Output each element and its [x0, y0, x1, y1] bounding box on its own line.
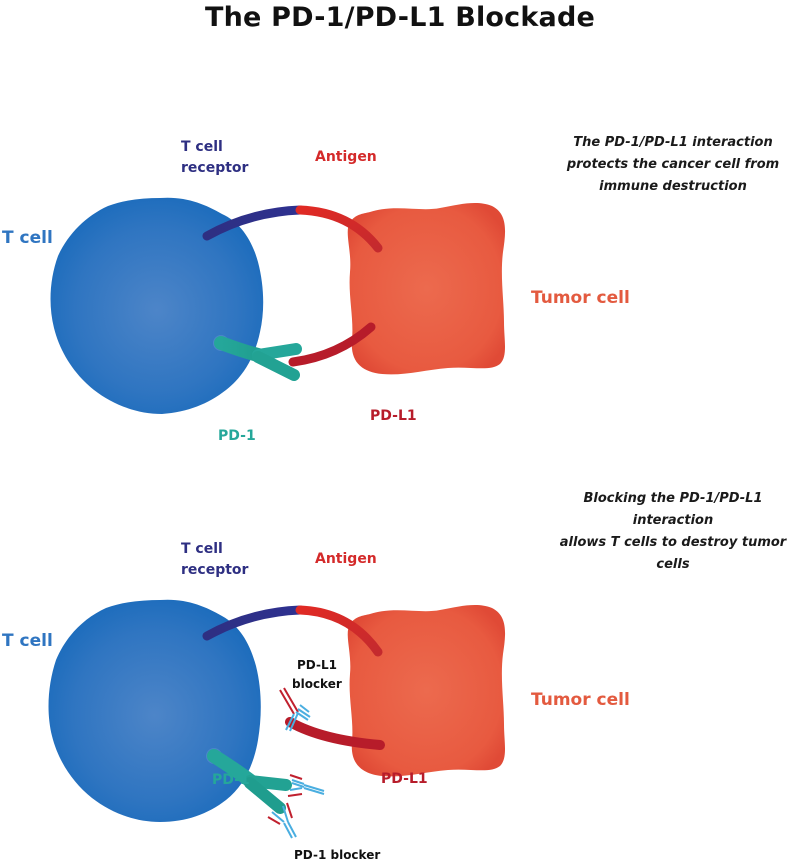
- t-cell-receptor-2: [202, 605, 305, 641]
- tumor-cell-body: [347, 202, 506, 375]
- pd1-receptor-2: [206, 748, 292, 814]
- tumor-cell-body-2: [347, 604, 506, 777]
- pdl1-label: PD-L1: [370, 408, 417, 424]
- diagram-title: The PD-1/PD-L1 Blockade: [204, 2, 595, 33]
- tumor-cell-label: Tumor cell: [531, 288, 630, 308]
- pdl1-ligand: [288, 322, 376, 367]
- pd1-blocker-label: PD-1 blocker: [294, 848, 381, 862]
- tcr-label-line1: T cell: [181, 139, 223, 155]
- tcr-label-2-line1: T cell: [181, 541, 223, 557]
- t-cell-receptor: [202, 205, 305, 241]
- tcr-label-2-line2: receptor: [181, 562, 249, 578]
- pdl1-blocker-label-line1: PD-L1: [297, 658, 337, 672]
- pd1-blocker-antibody-1: [287, 774, 325, 797]
- t-cell-body-2: [48, 599, 261, 822]
- t-cell-body: [50, 197, 264, 414]
- antigen-2: [295, 605, 383, 657]
- t-cell-label-2: T cell: [2, 631, 53, 651]
- tcr-label-line2: receptor: [181, 160, 249, 176]
- tumor-cell-label-2: Tumor cell: [531, 690, 630, 710]
- antigen-label-2: Antigen: [315, 551, 377, 567]
- antigen: [295, 205, 383, 253]
- pdl1-ligand-2: [285, 717, 385, 750]
- pdl1-blocker-antibody: [279, 687, 311, 732]
- panel2-caption: Blocking the PD-1/PD-L1 interaction allo…: [559, 491, 787, 572]
- pd1-receptor: [213, 335, 302, 381]
- panel-blockade: [48, 599, 506, 839]
- pd1-label: PD-1: [218, 428, 256, 444]
- panel1-caption: The PD-1/PD-L1 interaction protects the …: [566, 135, 780, 194]
- pdl1-blocker-label-line2: blocker: [292, 677, 342, 691]
- pd1-label-2: PD-1: [212, 772, 250, 788]
- pdl1-label-2: PD-L1: [381, 771, 428, 787]
- antigen-label: Antigen: [315, 149, 377, 165]
- t-cell-label: T cell: [2, 228, 53, 248]
- pd1-blocker-antibody-2: [267, 802, 297, 839]
- panel-interaction: [50, 197, 506, 414]
